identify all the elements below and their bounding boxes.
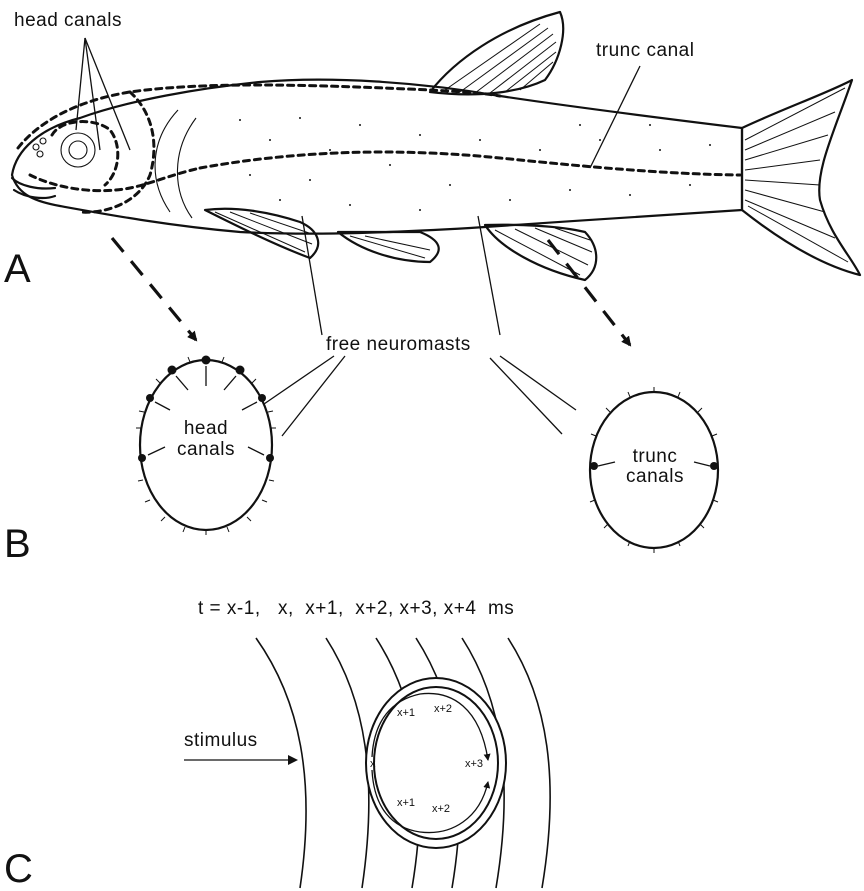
- head-section-label-line2: canals: [177, 439, 235, 460]
- body-speckles: [239, 117, 711, 211]
- trunk-section-label-line2: canals: [626, 466, 684, 487]
- free-neuromasts-leaders: [264, 216, 576, 436]
- ring-label-bottom-right: x+2: [432, 803, 450, 815]
- fish-body: [12, 80, 742, 234]
- eye: [61, 133, 95, 167]
- ring-label-top-left: x+1: [397, 707, 415, 719]
- time-equation-label: t = x-1, x, x+1, x+2, x+3, x+4 ms: [198, 598, 514, 619]
- trunc-canal-label: trunc canal: [596, 40, 694, 61]
- head-cross-section: head canals: [136, 356, 276, 536]
- panel-letter-b: B: [4, 522, 31, 566]
- trunk-cross-section: trunc canals: [590, 387, 718, 553]
- trunk-section-label-line1: trunc: [633, 446, 678, 467]
- head-section-label-line1: head: [184, 418, 228, 439]
- wavefront-x: [326, 638, 369, 888]
- free-neuromasts-label: free neuromasts: [326, 334, 471, 355]
- wavefront-x-plus-4: [508, 638, 550, 888]
- head-section-arrow: [112, 238, 196, 340]
- caudal-fin-rays: [745, 88, 848, 262]
- panel-letter-a: A: [4, 247, 31, 291]
- head-canals-label: head canals: [14, 10, 122, 31]
- panel-letter-c: C: [4, 847, 33, 891]
- trunc-canal-leader: [590, 66, 640, 168]
- caudal-fin: [742, 80, 860, 275]
- ring-label-left: x: [370, 758, 376, 770]
- stimulus-label: stimulus: [184, 730, 258, 751]
- fish-illustration: [12, 12, 860, 280]
- wavefront-x-minus-1: [256, 638, 306, 888]
- trunk-canal-line: [200, 152, 740, 175]
- ring-label-bottom-left: x+1: [397, 797, 415, 809]
- trunk-section-arrow: [548, 240, 630, 345]
- ring-label-top-right: x+2: [434, 703, 452, 715]
- ring-label-right: x+3: [465, 758, 483, 770]
- dorsal-fin: [430, 12, 563, 94]
